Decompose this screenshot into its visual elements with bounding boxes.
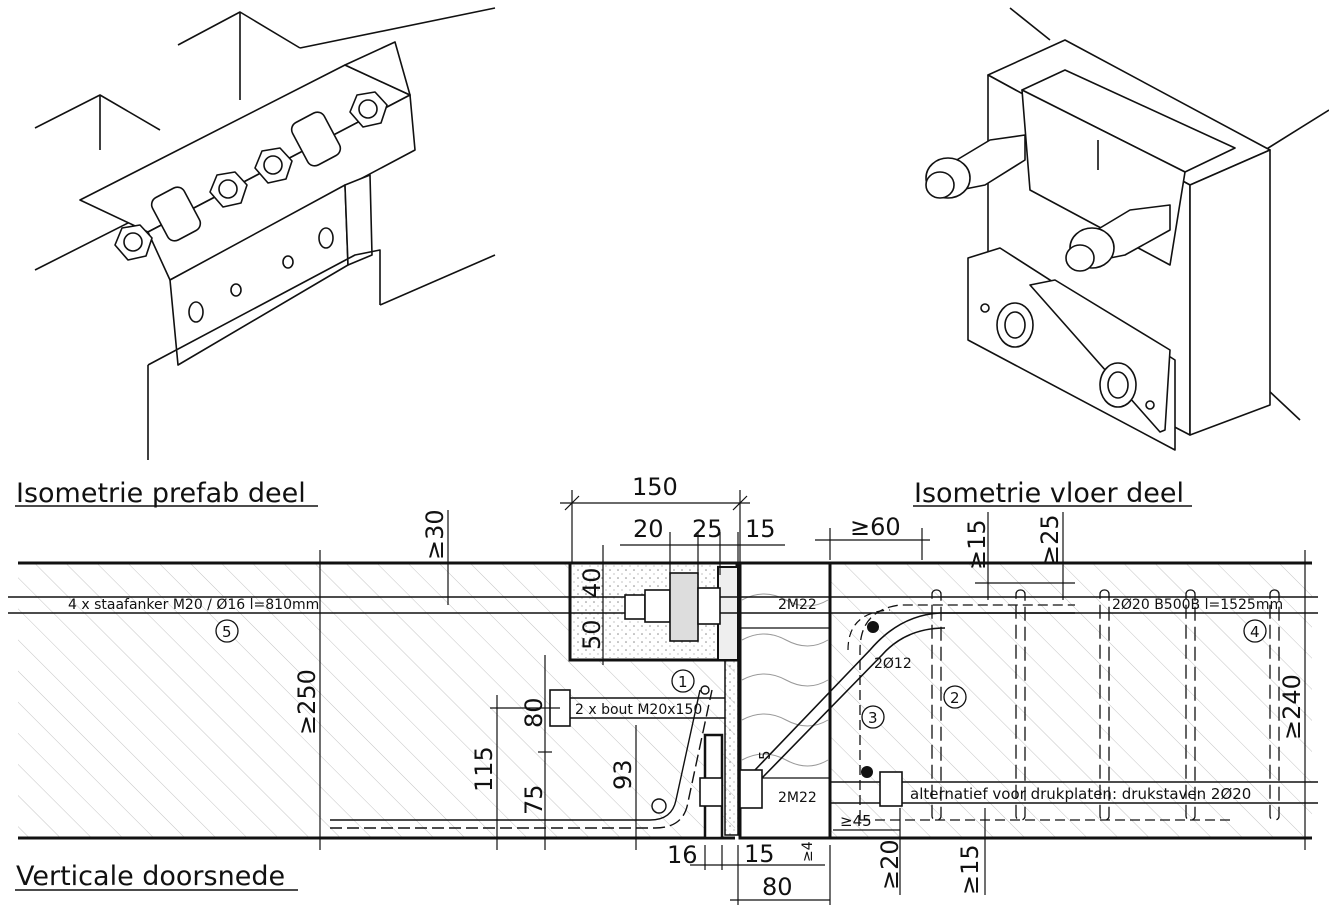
anchor-bolt-icon [1065,204,1171,272]
floor-slab [830,563,1312,838]
dim-ge25: ≥25 [1036,514,1064,565]
marker-label-2: 2 [950,689,960,707]
marker-4 [1243,619,1267,643]
marker-1 [671,669,695,693]
dim-115: 115 [470,746,498,792]
marker-label-1: 1 [678,673,688,691]
marker-2 [943,685,967,709]
note-alternatief: alternatief voor drukplaten: drukstaven … [910,785,1251,803]
dim-80-left: 80 [520,697,548,728]
dim-80-bottom: 80 [762,873,793,901]
prefab-slab [18,563,735,838]
dim-ge240: ≥240 [1278,674,1306,740]
bolt-icon [114,224,153,261]
dim-93: 93 [609,759,637,790]
note-2m22-bottom: 2M22 [778,790,817,806]
vertical-section [8,561,1318,840]
dim-ge250: ≥250 [293,669,321,735]
dim-ge60: ≥60 [850,513,901,541]
note-bout: 2 x bout M20x150 [575,702,702,718]
marker-label-4: 4 [1250,623,1260,641]
dim-ge45: ≥45 [840,812,872,830]
titles: Isometrie prefab deel Isometrie vloer de… [16,478,1184,892]
dim-40: 40 [578,567,606,598]
dim-15-top: 15 [745,515,776,543]
dim-ge20: ≥20 [876,839,904,890]
dim-50: 50 [578,619,606,650]
isometric-prefab-drawing [34,7,496,460]
dim-16: 16 [667,841,698,869]
note-2o12: 2Ø12 [874,656,912,672]
dim-ge30: ≥30 [421,509,449,560]
marker-3 [861,705,885,729]
marker-label-5: 5 [222,623,232,641]
dim-15-bottom: 15 [744,840,775,868]
dim-ge15-top: ≥15 [963,519,991,570]
marker-5 [215,619,239,643]
dim-ge15-bottom: ≥15 [956,844,984,895]
note-2m22-top: 2M22 [778,597,817,613]
title-isometric-floor: Isometrie vloer deel [914,478,1184,509]
bolt-icon [254,147,293,184]
dimensions: 150 20 25 15 ≥60 ≥15 ≥25 ≥30 ≥250 40 50 … [293,473,1306,901]
dim-20: 20 [633,515,664,543]
dimension-lines [306,490,1306,905]
title-isometric-prefab: Isometrie prefab deel [16,478,306,509]
dim-25: 25 [692,515,723,543]
bolt-icon [349,91,388,128]
bolt-icon [209,171,248,208]
note-staafanker: 4 x staafanker M20 / Ø16 l=810mm [68,597,319,613]
marker-label-3: 3 [868,709,878,727]
dim-150: 150 [632,473,678,501]
dim-75: 75 [520,784,548,815]
note-2o20: 2Ø20 B500B l=1525mm [1112,597,1283,613]
title-vertical-section: Verticale doorsnede [16,861,285,892]
anchor-bolt-icon [925,134,1026,199]
isometric-floor-drawing [925,7,1329,451]
annotations: 4 x staafanker M20 / Ø16 l=810mm 2 x bou… [68,597,1283,806]
dim-ge4: ≥4 [800,841,816,862]
dim-5: 5 [756,750,774,760]
